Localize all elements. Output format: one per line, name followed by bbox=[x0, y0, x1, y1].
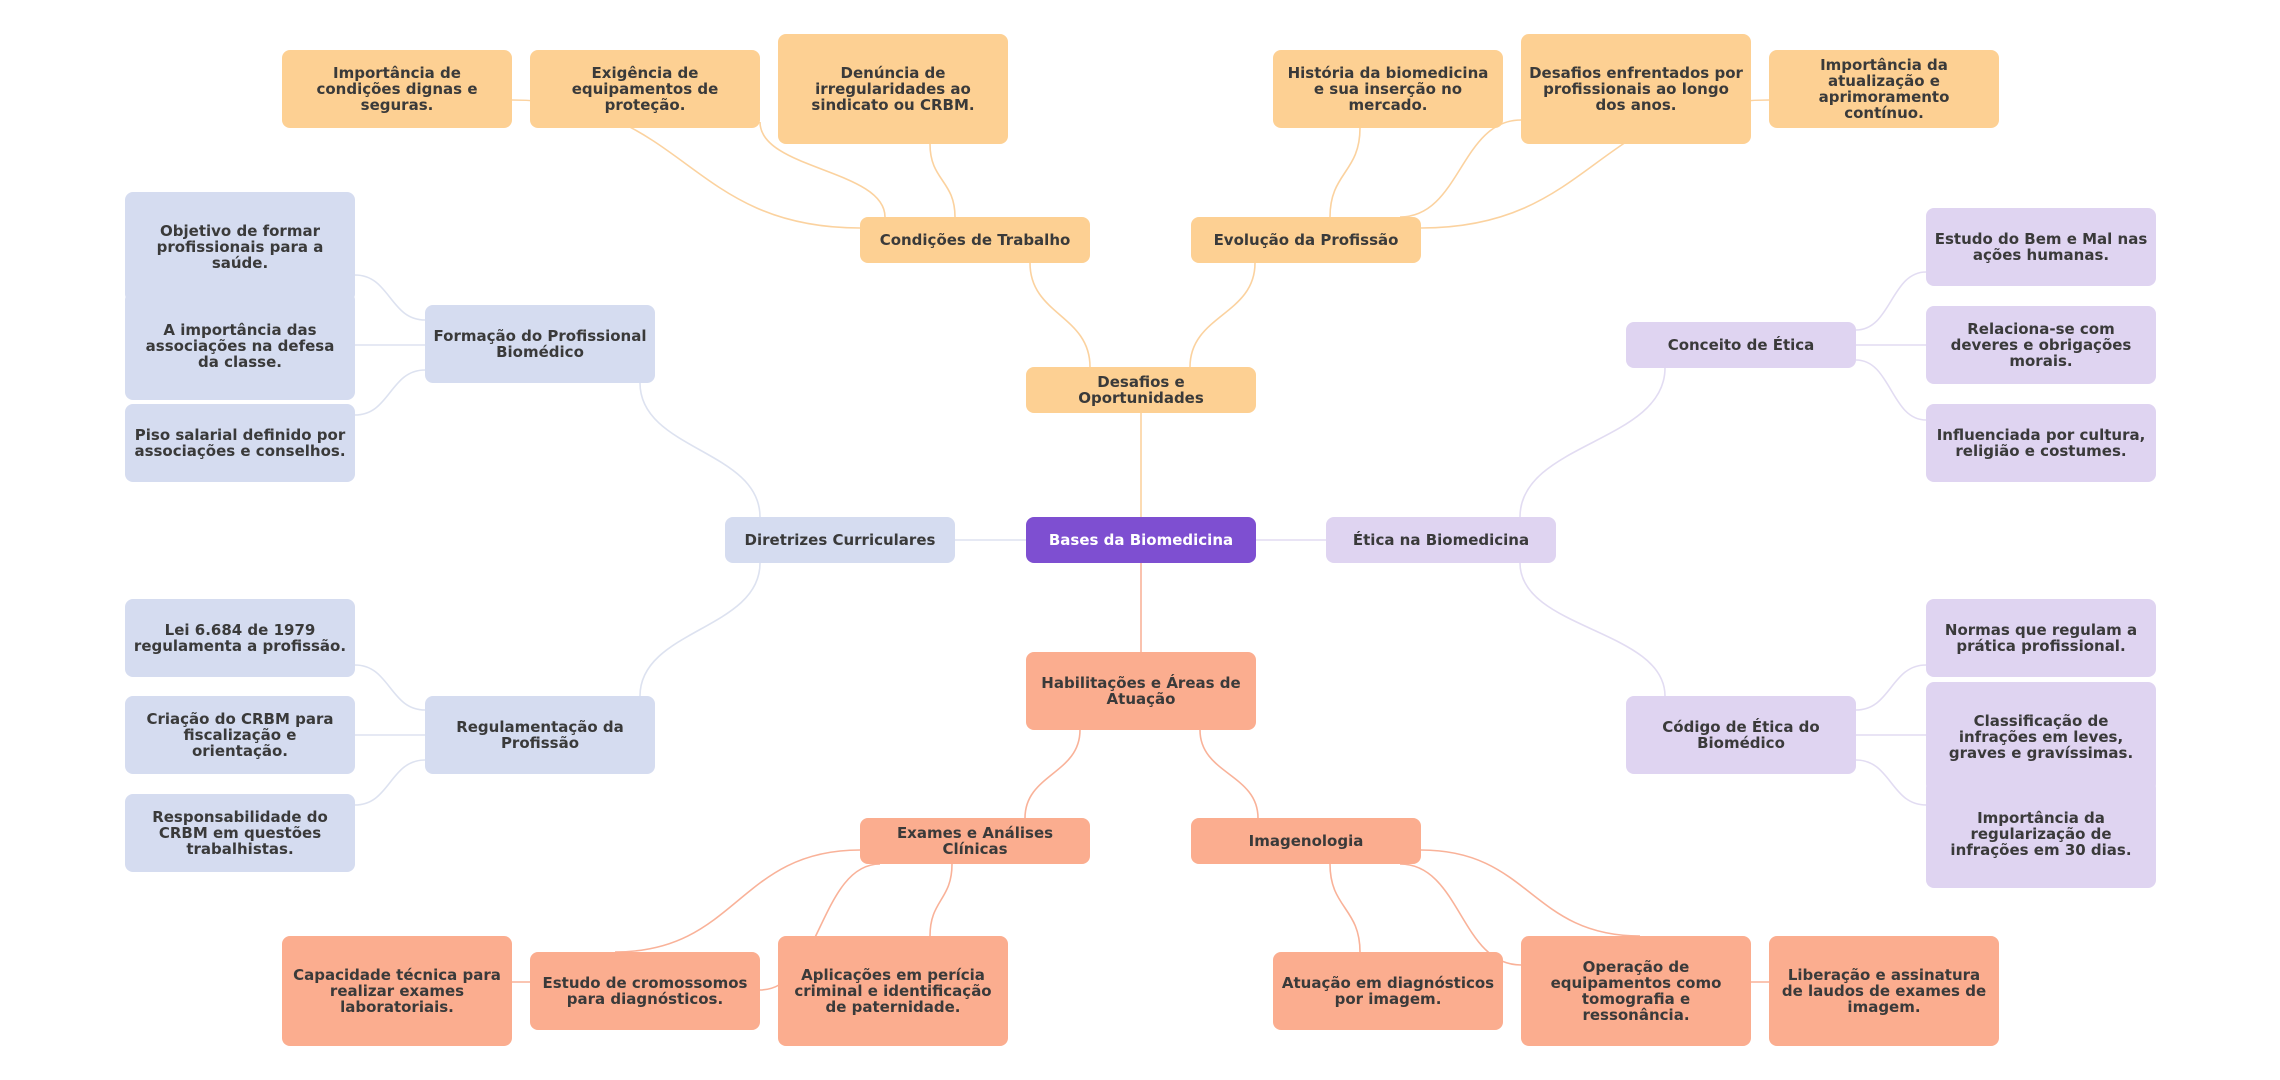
edge-imagenologia-leaf2 bbox=[1420, 849, 1641, 937]
leaf-cultura-religiao[interactable]: Influenciada por cultura, religião e cos… bbox=[1926, 404, 2156, 482]
leaf-denuncia-irregularidades[interactable]: Denúncia de irregularidades ao sindicato… bbox=[778, 34, 1008, 144]
edge-habilitacoes-exames bbox=[1024, 729, 1081, 819]
edge-evolucao-leaf0 bbox=[1329, 127, 1361, 218]
edge-condicoes-leaf2 bbox=[929, 143, 956, 218]
leaf-responsabilidade-crbm[interactable]: Responsabilidade do CRBM em questões tra… bbox=[125, 794, 355, 872]
edge-conceito-leaf2 bbox=[1855, 359, 1927, 421]
leaf-capacidade-tecnica[interactable]: Capacidade técnica para realizar exames … bbox=[282, 936, 512, 1046]
node-diretrizes-curriculares[interactable]: Diretrizes Curriculares bbox=[725, 517, 955, 563]
root-node[interactable]: Bases da Biomedicina bbox=[1026, 517, 1256, 563]
leaf-regularizacao-infracoes[interactable]: Importância da regularização de infraçõe… bbox=[1926, 780, 2156, 888]
node-desafios-oportunidades[interactable]: Desafios e Oportunidades bbox=[1026, 367, 1256, 413]
edge-imagenologia-leaf1 bbox=[1399, 863, 1522, 966]
node-imagenologia[interactable]: Imagenologia bbox=[1191, 818, 1421, 864]
edge-conceito-leaf0 bbox=[1855, 271, 1927, 331]
leaf-estudo-cromossomos[interactable]: Estudo de cromossomos para diagnósticos. bbox=[530, 952, 760, 1030]
edge-desafios-condicoes bbox=[1029, 262, 1091, 368]
edge-formacao-leaf2 bbox=[354, 369, 426, 416]
leaf-importancia-associacoes[interactable]: A importância das associações na defesa … bbox=[125, 292, 355, 400]
edge-formacao-leaf0 bbox=[354, 274, 426, 321]
edge-imagenologia-leaf0 bbox=[1329, 863, 1361, 953]
edge-exames-leaf0 bbox=[614, 849, 861, 953]
leaf-historia-biomedicina[interactable]: História da biomedicina e sua inserção n… bbox=[1273, 50, 1503, 128]
edge-codigo-leaf2 bbox=[1855, 759, 1927, 806]
leaf-operacao-equipamentos[interactable]: Operação de equipamentos como tomografia… bbox=[1521, 936, 1751, 1046]
edge-etica-codigo bbox=[1519, 562, 1666, 697]
leaf-lei-6684[interactable]: Lei 6.684 de 1979 regulamenta a profissã… bbox=[125, 599, 355, 677]
leaf-diagnosticos-imagem[interactable]: Atuação em diagnósticos por imagem. bbox=[1273, 952, 1503, 1030]
edge-diretrizes-formacao bbox=[639, 382, 761, 518]
leaf-deveres-obrigacoes[interactable]: Relaciona-se com deveres e obrigações mo… bbox=[1926, 306, 2156, 384]
edge-condicoes-leaf1 bbox=[759, 121, 886, 218]
leaf-normas-pratica[interactable]: Normas que regulam a prática profissiona… bbox=[1926, 599, 2156, 677]
node-formacao-profissional[interactable]: Formação do Profissional Biomédico bbox=[425, 305, 655, 383]
edge-etica-conceito bbox=[1519, 367, 1666, 518]
leaf-condicoes-dignas[interactable]: Importância de condições dignas e segura… bbox=[282, 50, 512, 128]
leaf-laudos-exames[interactable]: Liberação e assinatura de laudos de exam… bbox=[1769, 936, 1999, 1046]
leaf-objetivo-formar[interactable]: Objetivo de formar profissionais para a … bbox=[125, 192, 355, 302]
edge-exames-leaf2 bbox=[929, 863, 953, 937]
edge-habilitacoes-imagenologia bbox=[1199, 729, 1259, 819]
node-codigo-etica[interactable]: Código de Ética do Biomédico bbox=[1626, 696, 1856, 774]
node-evolucao-profissao[interactable]: Evolução da Profissão bbox=[1191, 217, 1421, 263]
node-habilitacoes-atuacao[interactable]: Habilitações e Áreas de Atuação bbox=[1026, 652, 1256, 730]
leaf-classificacao-infracoes[interactable]: Classificação de infrações em leves, gra… bbox=[1926, 682, 2156, 792]
edge-codigo-leaf0 bbox=[1855, 664, 1927, 711]
leaf-pericia-criminal[interactable]: Aplicações em perícia criminal e identif… bbox=[778, 936, 1008, 1046]
leaf-estudo-bem-mal[interactable]: Estudo do Bem e Mal nas ações humanas. bbox=[1926, 208, 2156, 286]
edge-desafios-evolucao bbox=[1189, 262, 1256, 368]
node-regulamentacao-profissao[interactable]: Regulamentação da Profissão bbox=[425, 696, 655, 774]
leaf-equipamentos-protecao[interactable]: Exigência de equipamentos de proteção. bbox=[530, 50, 760, 128]
leaf-piso-salarial[interactable]: Piso salarial definido por associações e… bbox=[125, 404, 355, 482]
node-conceito-etica[interactable]: Conceito de Ética bbox=[1626, 322, 1856, 368]
node-exames-analises[interactable]: Exames e Análises Clínicas bbox=[860, 818, 1090, 864]
leaf-atualizacao-continua[interactable]: Importância da atualização e aprimoramen… bbox=[1769, 50, 1999, 128]
edge-diretrizes-regulamentacao bbox=[639, 562, 761, 697]
node-etica-biomedicina[interactable]: Ética na Biomedicina bbox=[1326, 517, 1556, 563]
edge-regulamentacao-leaf0 bbox=[354, 664, 426, 711]
leaf-criacao-crbm[interactable]: Criação do CRBM para fiscalização e orie… bbox=[125, 696, 355, 774]
edge-regulamentacao-leaf2 bbox=[354, 759, 426, 806]
node-condicoes-trabalho[interactable]: Condições de Trabalho bbox=[860, 217, 1090, 263]
leaf-desafios-profissionais[interactable]: Desafios enfrentados por profissionais a… bbox=[1521, 34, 1751, 144]
edge-evolucao-leaf1 bbox=[1399, 119, 1522, 218]
